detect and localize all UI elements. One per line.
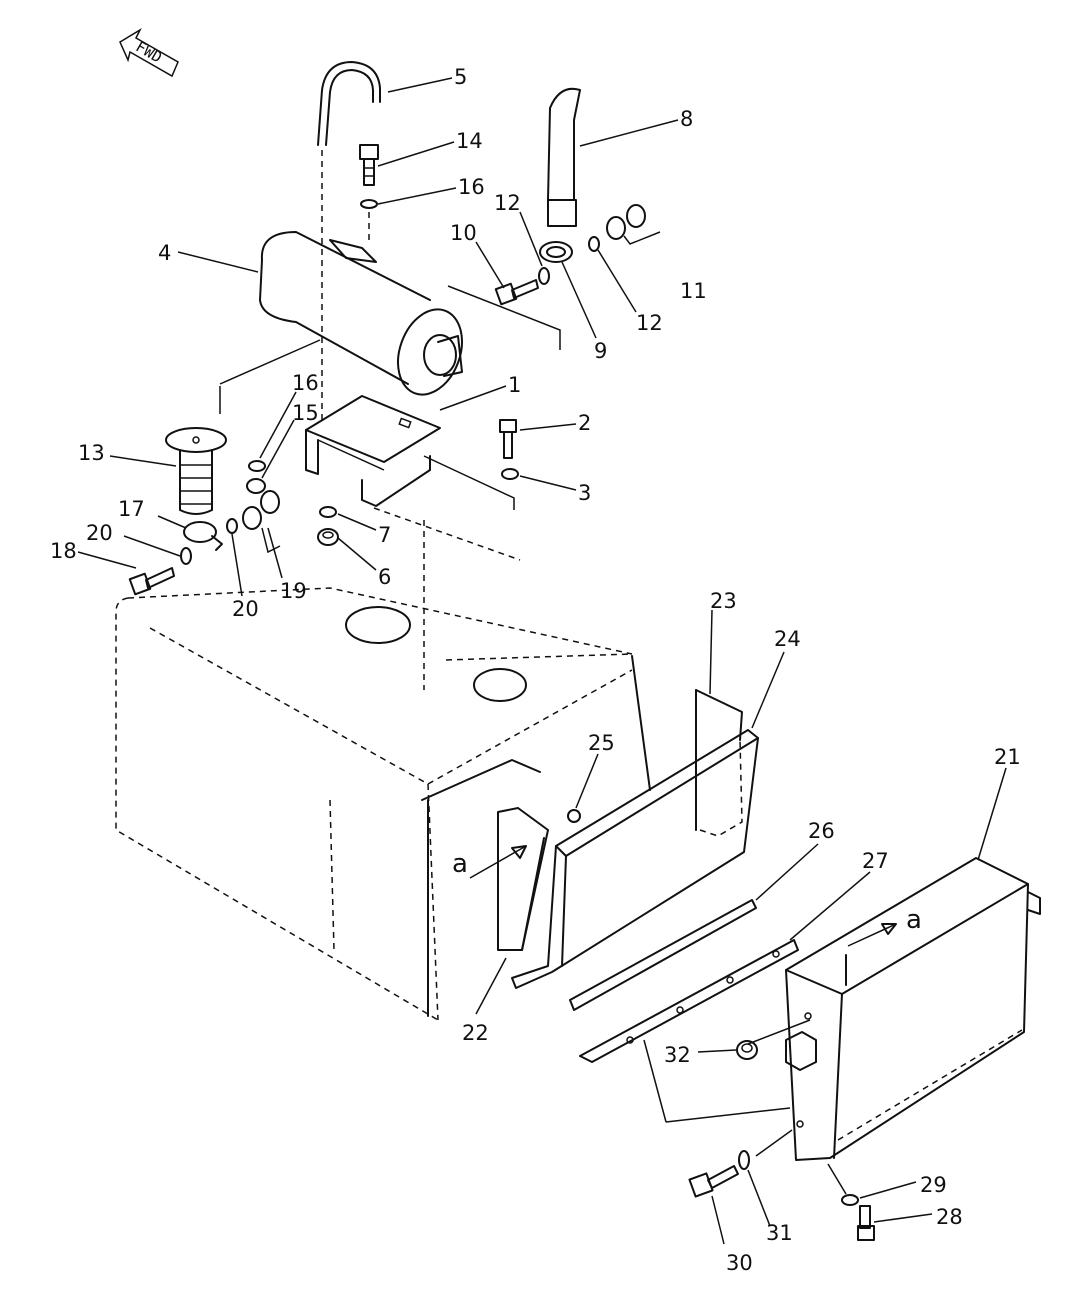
part-24-panel: [511, 729, 759, 989]
part-16-washer-b: [248, 460, 266, 472]
callout-8: 8: [680, 107, 693, 131]
callout-26: 26: [808, 819, 835, 843]
part-2-bolt: [499, 419, 517, 459]
callout-12-b: 12: [636, 311, 663, 335]
callout-30: 30: [726, 1251, 753, 1275]
callout-3: 3: [578, 481, 591, 505]
callout-32: 32: [664, 1043, 691, 1067]
callout-20-b: 20: [232, 597, 259, 621]
callout-24: 24: [774, 627, 801, 651]
part-7-washer: [319, 506, 337, 518]
callout-15: 15: [292, 401, 319, 425]
callout-9: 9: [594, 339, 607, 363]
part-20-washer-b: [180, 547, 192, 565]
callout-12-a: 12: [494, 191, 521, 215]
part-9-clamp: [539, 241, 573, 263]
section-arrow-a-left: [469, 845, 527, 879]
part-23-bracket: [695, 689, 743, 837]
part-12-washer: [538, 267, 550, 285]
callout-13: 13: [78, 441, 105, 465]
callout-6: 6: [378, 565, 391, 589]
part-16-washer: [360, 199, 378, 209]
callout-16-b: 16: [458, 175, 485, 199]
callout-31: 31: [766, 1221, 793, 1245]
part-20-washer: [226, 518, 238, 534]
callout-21: 21: [994, 745, 1021, 769]
callout-10: 10: [450, 221, 477, 245]
part-29-washer: [841, 1194, 859, 1206]
part-5-hose: [317, 61, 381, 420]
callout-11: 11: [680, 279, 707, 303]
part-1-bracket: [305, 395, 441, 507]
part-25-grommet: [567, 809, 581, 823]
part-6-nut: [317, 528, 339, 546]
part-30-bolt: [688, 1165, 739, 1198]
callout-20-a: 20: [86, 521, 113, 545]
fwd-arrow-icon: FWD: [119, 28, 179, 78]
callout-27: 27: [862, 849, 889, 873]
part-17-clamp: [183, 521, 223, 551]
callout-5: 5: [454, 65, 467, 89]
part-27-strip: [579, 939, 799, 1063]
part-26-strip: [569, 899, 757, 1011]
callout-labels: 1 2 3 4 5 6 7 8 9 10 11 12 12 12 13 14 1…: [50, 65, 1021, 1275]
callout-2: 2: [578, 411, 591, 435]
fuel-tank-body: [115, 507, 651, 1021]
callout-4: 4: [158, 241, 171, 265]
callout-25: 25: [588, 731, 615, 755]
leader-lines: [77, 77, 1007, 1245]
callout-23: 23: [710, 589, 737, 613]
section-letter-a-left: a: [452, 849, 468, 879]
section-arrow-a-right: [847, 923, 897, 947]
part-13-filler-neck: [165, 427, 227, 515]
callout-14: 14: [456, 129, 483, 153]
callout-22: 22: [462, 1021, 489, 1045]
callout-16-a: 16: [292, 371, 319, 395]
part-3-washer: [501, 468, 519, 480]
part-28-bolt: [857, 1205, 875, 1241]
part-12-washer-b: [588, 236, 600, 252]
part-15-nut: [246, 478, 266, 494]
part-19-nuts: [242, 490, 281, 554]
part-18-bolt: [128, 567, 175, 596]
section-letter-a-right: a: [906, 905, 922, 935]
part-8-tailpipe: [547, 87, 581, 227]
callout-7: 7: [378, 523, 391, 547]
part-32-nut: [736, 1040, 758, 1060]
part-14-bolt: [359, 144, 379, 186]
part-11-nuts: [606, 204, 661, 245]
callout-19: 19: [280, 579, 307, 603]
callout-1: 1: [508, 373, 521, 397]
part-22-bracket: [497, 807, 549, 951]
callout-18: 18: [50, 539, 77, 563]
part-31-washer: [738, 1150, 750, 1170]
part-4-muffler: [259, 231, 463, 396]
part-21-cover: [785, 857, 1041, 1161]
callout-29: 29: [920, 1173, 947, 1197]
callout-17: 17: [118, 497, 145, 521]
fwd-label: FWD: [133, 37, 165, 66]
callout-28: 28: [936, 1205, 963, 1229]
